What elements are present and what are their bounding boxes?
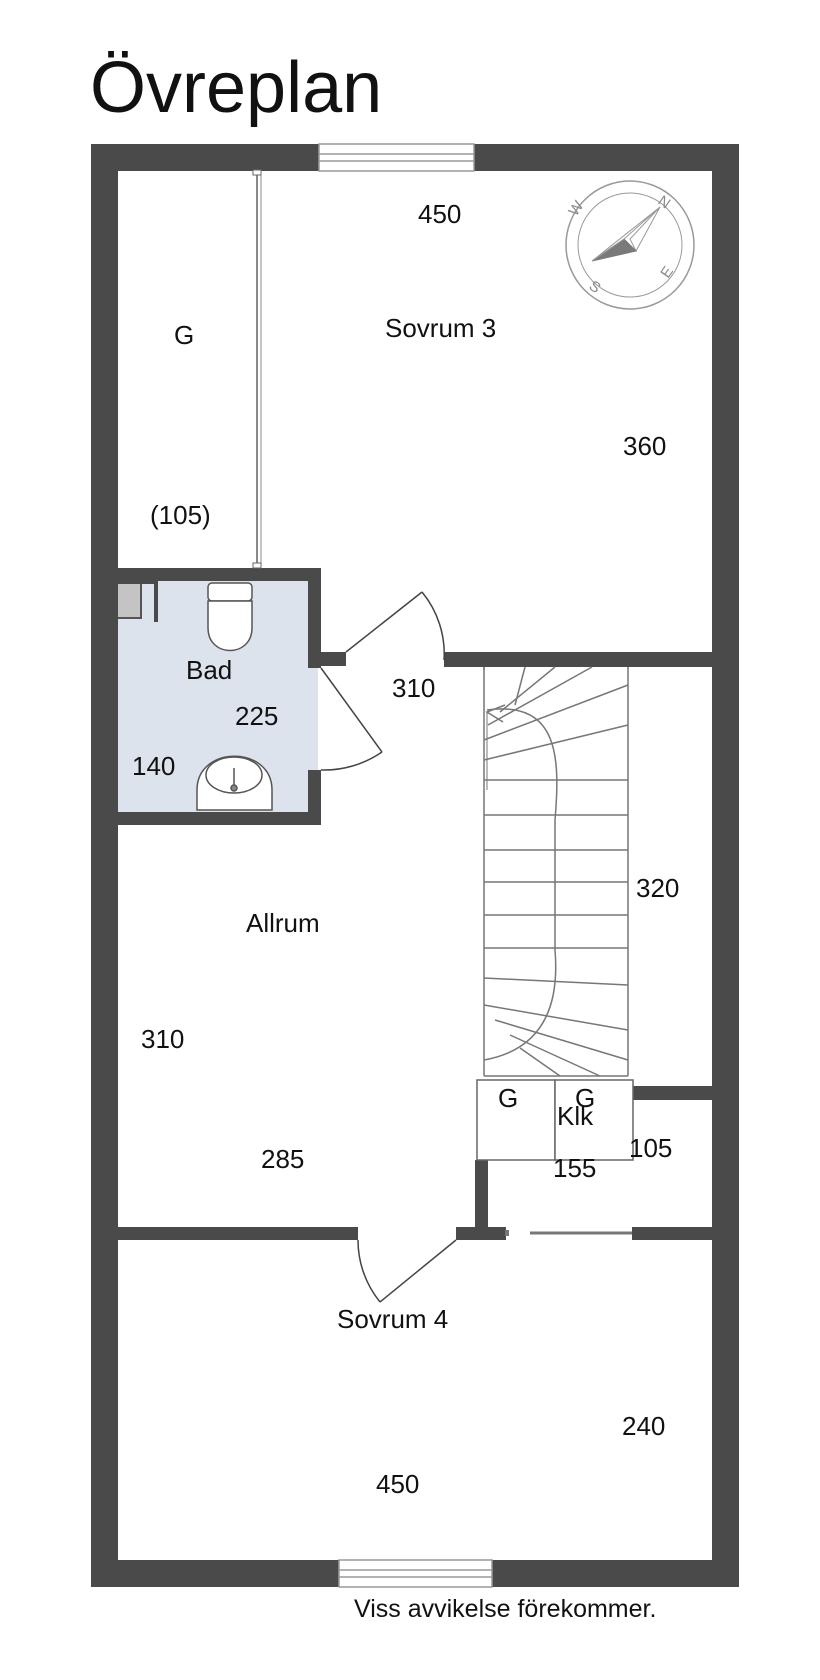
wardrobes xyxy=(476,1079,634,1161)
stair-dim: 320 xyxy=(636,873,679,903)
bad-dim-b: 140 xyxy=(132,751,175,781)
shaft xyxy=(116,581,142,619)
toilet-icon xyxy=(207,582,253,652)
hall-dim: 310 xyxy=(392,673,435,703)
outer-walls xyxy=(91,144,739,1587)
closet-top-label: G xyxy=(174,320,194,350)
disclaimer: Viss avvikelse förekommer. xyxy=(354,1595,656,1623)
allrum-dim-a: 310 xyxy=(141,1024,184,1054)
page-title: Övreplan xyxy=(90,48,382,128)
wardrobe-1-label: G xyxy=(498,1083,518,1113)
bad-name: Bad xyxy=(186,655,232,685)
wardrobe-2-label: G xyxy=(575,1083,595,1113)
staircase[interactable] xyxy=(483,666,629,1077)
sovrum4-name: Sovrum 4 xyxy=(337,1304,448,1334)
allrum-dim-b: 285 xyxy=(261,1144,304,1174)
closet-top-dim: (105) xyxy=(150,500,211,530)
klk-dim-b: 155 xyxy=(553,1153,596,1183)
closet-partition xyxy=(252,169,262,569)
sovrum3-height: 360 xyxy=(623,431,666,461)
sliding-door xyxy=(505,1230,632,1236)
sovrum4-height: 240 xyxy=(622,1411,665,1441)
room-labels: 450 Sovrum 3 360 G (105) Bad 225 140 310… xyxy=(132,199,679,1499)
window-top xyxy=(318,143,475,172)
allrum-name: Allrum xyxy=(246,908,320,938)
klk-name: Klk xyxy=(557,1101,594,1131)
sovrum3-width: 450 xyxy=(418,199,461,229)
klk-dim-a: 105 xyxy=(629,1133,672,1163)
doors xyxy=(320,591,457,1303)
compass-rose-icon: N E S W xyxy=(565,180,695,310)
window-bottom xyxy=(338,1559,493,1588)
interior-walls xyxy=(118,568,714,1240)
bad-dim-a: 225 xyxy=(235,701,278,731)
sovrum4-width: 450 xyxy=(376,1469,419,1499)
compass-e: E xyxy=(657,263,677,281)
sink-icon xyxy=(196,755,273,811)
sovrum3-name: Sovrum 3 xyxy=(385,313,496,343)
